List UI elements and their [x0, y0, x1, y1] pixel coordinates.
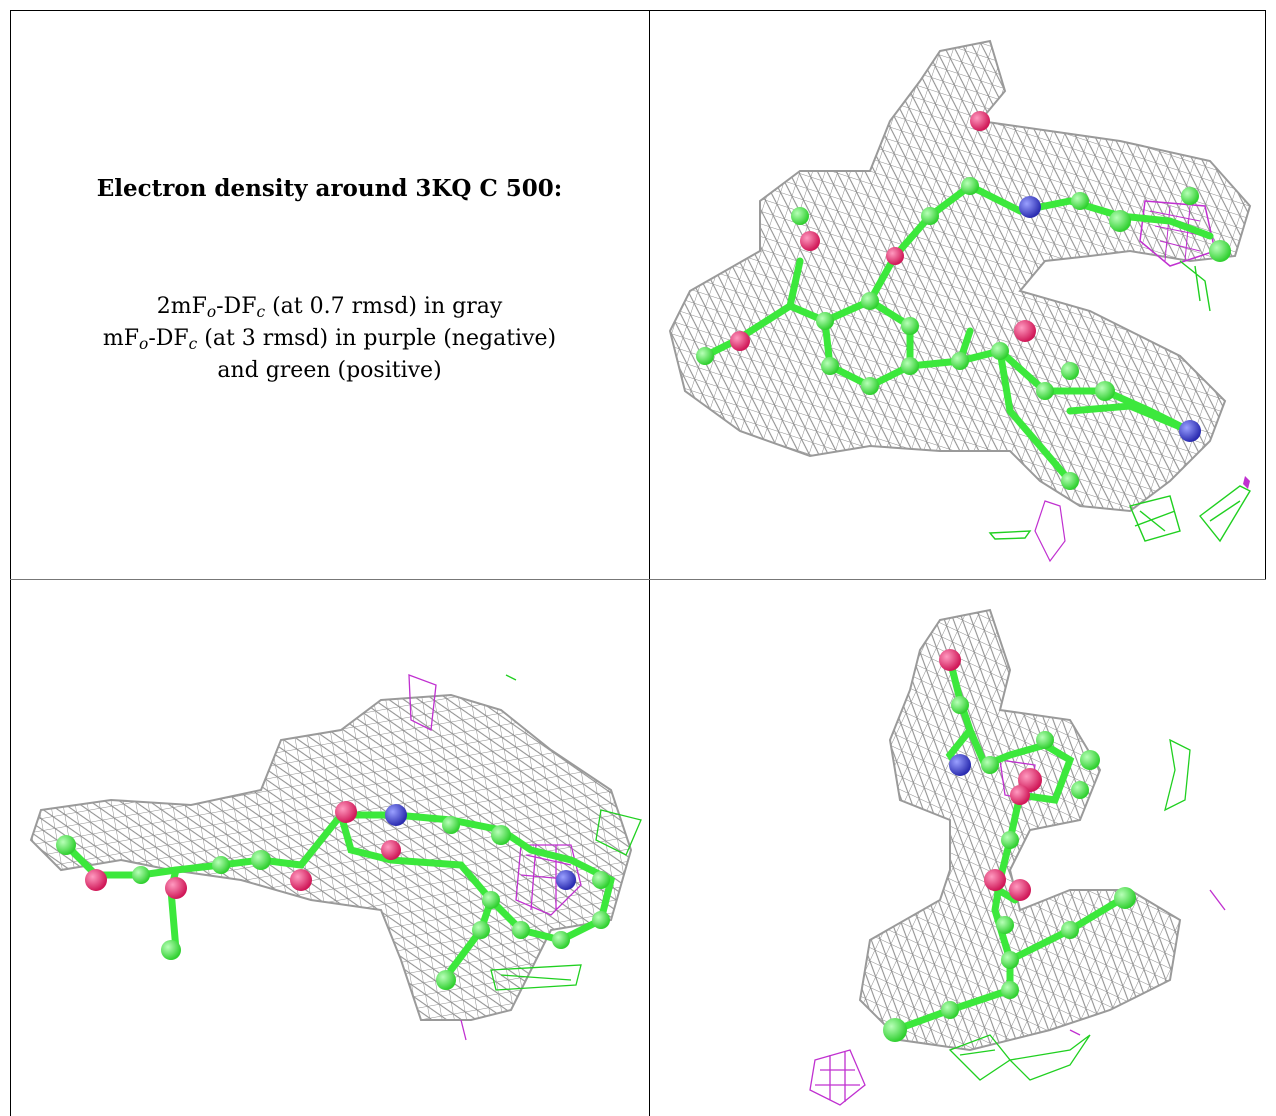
density-view-top-right	[650, 11, 1265, 579]
ligand-atoms	[883, 649, 1136, 1042]
figure-title: Electron density around 3KQ C 500:	[96, 175, 563, 202]
ligand-atoms	[696, 111, 1231, 490]
legend-line-difference: mFo-DFc (at 3 rmsd) in purple (negative)	[102, 326, 557, 353]
molecule-render-bottom-right	[809, 608, 1226, 1106]
outer-border-left	[10, 10, 11, 1116]
density-view-bottom-right	[650, 580, 1266, 1116]
magenta-negative-density	[1034, 200, 1250, 563]
gray-density-mesh	[668, 39, 1252, 513]
legend-line-positive: and green (positive)	[217, 358, 442, 383]
figure-grid: Electron density around 3KQ C 500: 2mFo-…	[10, 10, 1266, 1116]
gray-density-mesh	[29, 693, 633, 1021]
gray-density-mesh	[858, 608, 1182, 1052]
legend-line-gray: 2mFo-DFc (at 0.7 rmsd) in gray	[156, 294, 503, 321]
magenta-negative-density	[809, 759, 1226, 1106]
magenta-negative-density	[408, 674, 582, 1041]
green-positive-density	[490, 674, 642, 991]
molecule-render-bottom-left	[29, 674, 642, 1041]
green-positive-density	[988, 260, 1251, 543]
molecule-render-top-right	[668, 39, 1252, 563]
center-divider-horizontal	[10, 579, 1266, 580]
caption-cell: Electron density around 3KQ C 500: 2mFo-…	[10, 10, 649, 579]
outer-border-right	[1265, 10, 1266, 580]
green-positive-density	[948, 738, 1191, 1081]
ligand-atoms	[56, 801, 610, 990]
center-divider-vertical	[649, 10, 650, 1116]
density-view-bottom-left	[11, 580, 649, 1116]
outer-border-top	[10, 10, 1266, 11]
